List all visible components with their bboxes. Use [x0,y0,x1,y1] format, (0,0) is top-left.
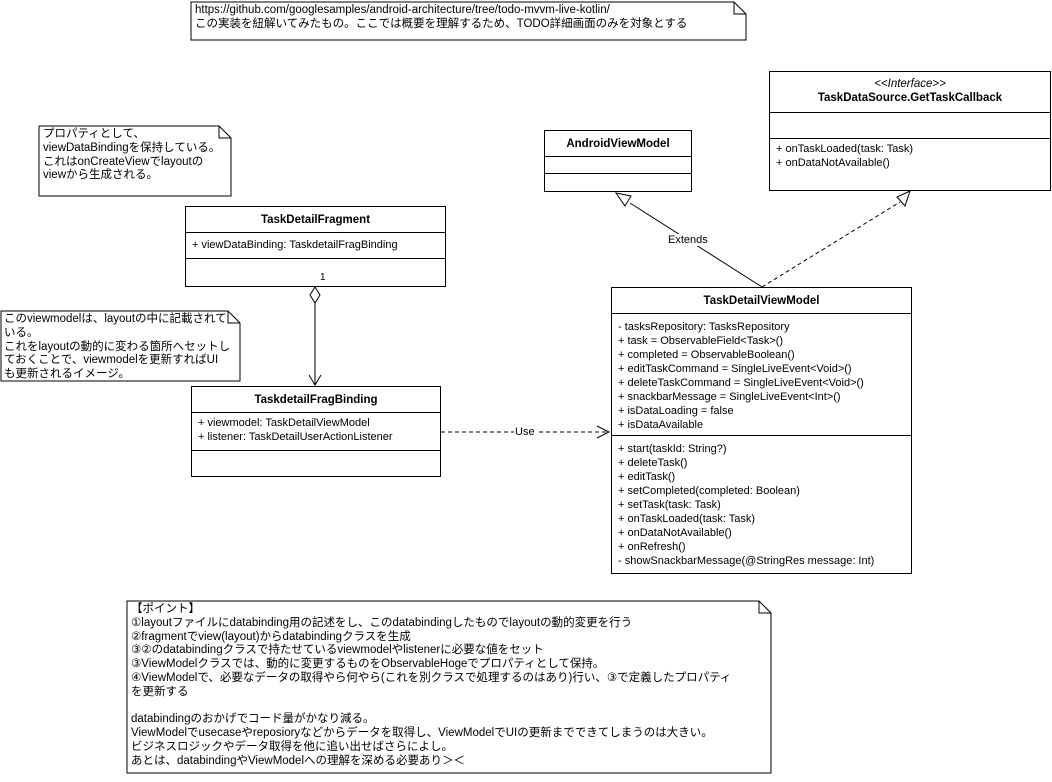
top-note-shape [190,1,747,41]
class-name-text: TaskDataSource.GetTaskCallback [817,92,1003,104]
points-note: 【ポイント】 ①layoutファイルにdatabinding用の記述をし、このd… [131,603,731,769]
attribute: - tasksRepository: TasksRepository [618,321,790,333]
points-note-line: ④ViewModelで、必要なデータの取得やら何やら(これを別クラスで処理するの… [131,671,732,684]
operation: + setTask(task: Task) [618,499,721,511]
attributes-section: + viewDataBinding: TaskdetailFragBinding [186,233,445,259]
viewmodel-note-shape [0,310,241,382]
class-name: TaskDetailFragment [186,207,445,233]
attribute: + viewDataBinding: TaskdetailFragBinding [192,239,398,251]
points-note-line: あとは、databindingやViewModelへの理解を深める必要あり＞＜ [131,754,466,767]
viewmodel-note-line: これをlayoutの動的に変わる箇所へセットし [4,340,231,353]
fragment-note-line: これはonCreateViewでlayoutの [43,155,204,168]
operations-section: + start(taskId: String?) + deleteTask() … [612,436,911,573]
points-note-shape [126,600,772,774]
attribute: + snackbarMessage = SingleLiveEvent<Int>… [618,391,841,403]
operation: + onTaskLoaded(task: Task) [618,513,756,525]
operations-section: + onTaskLoaded(task: Task) + onDataNotAv… [770,139,1050,190]
class-task-detail-view-model[interactable]: TaskDetailViewModel - tasksRepository: T… [611,287,912,574]
fragment-note-line: プロパティとして、 [43,128,145,140]
class-name: TaskdetailFragBinding [192,387,440,413]
fragment-note-shape [38,125,232,197]
class-taskdetail-frag-binding[interactable]: TaskdetailFragBinding + viewmodel: TaskD… [191,386,441,477]
points-note-line [131,700,731,714]
class-name: TaskDetailViewModel [612,288,911,314]
stereotype: <<Interface>> [874,78,946,90]
points-note-line: ③ViewModelクラスでは、動的に変更するものをObservableHoge… [131,658,605,671]
attribute: + editTaskCommand = SingleLiveEvent<Void… [618,363,852,375]
top-note: https://github.com/googlesamples/android… [195,4,687,32]
viewmodel-note-line: も更新されるイメージ。 [4,368,130,381]
points-note-line: 【ポイント】 [131,603,200,615]
points-note-line: databindingのおかげでコード量がかなり減る。 [131,713,375,726]
attribute: + viewmodel: TaskDetailViewModel [198,417,370,429]
composition-diamond [309,286,321,304]
class-get-task-callback[interactable]: <<Interface>> TaskDataSource.GetTaskCall… [769,71,1051,191]
top-note-line: https://github.com/googlesamples/android… [195,4,610,16]
attributes-section: + viewmodel: TaskDetailViewModel + liste… [192,413,440,451]
operation: + start(taskId: String?) [618,443,727,455]
points-note-line: ①layoutファイルにdatabinding用の記述をし、このdatabind… [131,616,633,629]
attributes-section [545,157,691,174]
points-note-line: ②fragmentでview(layout)からdatabindingクラスを生… [131,630,411,643]
viewmodel-note-line: このviewmodelは、layoutの中に記載されて [4,313,227,325]
class-task-detail-fragment[interactable]: TaskDetailFragment + viewDataBinding: Ta… [185,206,446,287]
points-note-line: を更新する [131,685,189,698]
viewmodel-note: このviewmodelは、layoutの中に記載されて いる。 これをlayou… [4,313,230,382]
attribute: + task = ObservableField<Task>() [618,335,784,347]
fragment-note-line: viewDataBindingを保持している。 [43,141,221,154]
operation: + onDataNotAvailable() [618,527,732,539]
operations-section [192,451,440,476]
class-name: <<Interface>> TaskDataSource.GetTaskCall… [770,72,1050,113]
attribute: + isDataLoading = false [618,405,734,417]
attribute: + completed = ObservableBoolean() [618,349,795,361]
attributes-section [770,113,1050,139]
attributes-section: - tasksRepository: TasksRepository + tas… [612,314,911,436]
class-name: AndroidViewModel [545,131,691,157]
operation: - showSnackbarMessage(@StringRes message… [618,555,875,567]
operation: + deleteTask() [618,457,688,469]
fragment-note-line: viewから生成される。 [43,169,159,182]
use-label: Use [514,426,536,438]
top-note-line: この実装を紐解いてみたもの。ここでは概要を理解するため、TODO詳細画面のみを対… [195,17,688,30]
operation: + onDataNotAvailable() [776,157,890,169]
operation: + onRefresh() [618,541,686,553]
attribute: + isDataAvailable [618,419,704,431]
points-note-line: ビジネスロジックやデータ取得を他に追い出せばさらによし。 [131,740,453,753]
attribute: + deleteTaskCommand = SingleLiveEvent<Vo… [618,377,864,389]
viewmodel-note-line: いる。 [4,326,39,339]
fragment-note: プロパティとして、 viewDataBindingを保持している。 これはonC… [43,128,220,183]
viewmodel-note-line: ておくことで、viewmodelを更新すればUI [4,354,219,367]
operations-section [545,174,691,191]
extends-label: Extends [667,234,709,246]
attribute: + listener: TaskDetailUserActionListener [198,431,393,443]
operation: + setCompleted(completed: Boolean) [618,485,800,497]
points-note-line: ViewModelでusecaseやreposioryなどからデータを取得し、V… [131,727,713,740]
operation: + onTaskLoaded(task: Task) [776,143,914,155]
multiplicity-label: 1 [320,272,326,283]
operations-section [186,259,445,286]
class-android-view-model[interactable]: AndroidViewModel [544,130,692,192]
operation: + editTask() [618,471,676,483]
points-note-line: ③②のdatabindingクラスで持たせているviewmodelやlisten… [131,644,544,657]
